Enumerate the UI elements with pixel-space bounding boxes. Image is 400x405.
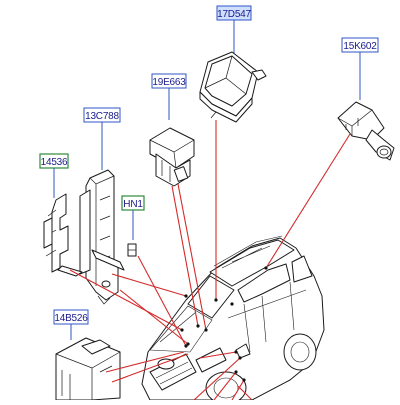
callout-HN1[interactable]: HN1 bbox=[121, 195, 145, 211]
callout-17D547-label: 17D547 bbox=[217, 9, 251, 20]
part-switch-housing bbox=[149, 127, 195, 187]
part-hn1-clip bbox=[127, 243, 137, 257]
callout-14536-label: 14536 bbox=[41, 157, 68, 168]
vehicle-illustration bbox=[141, 235, 325, 405]
callout-14B526-label: 14B526 bbox=[54, 313, 88, 324]
callout-15K602-label: 15K602 bbox=[343, 41, 377, 52]
location-leaders bbox=[69, 120, 351, 401]
callout-HN1-label: HN1 bbox=[123, 199, 143, 210]
callout-19E663-label: 19E663 bbox=[152, 77, 186, 88]
callout-14B526[interactable]: 14B526 bbox=[53, 309, 89, 325]
part-control-bracket bbox=[79, 169, 125, 305]
location-markers bbox=[180, 266, 268, 382]
callout-13C788-label: 13C788 bbox=[85, 111, 119, 122]
part-parking-sensor bbox=[337, 101, 395, 161]
callout-15K602[interactable]: 15K602 bbox=[341, 37, 379, 53]
part-module-box bbox=[55, 337, 121, 401]
callout-19E663[interactable]: 19E663 bbox=[151, 73, 187, 89]
callout-17D547[interactable]: 17D547 bbox=[216, 5, 252, 21]
callout-13C788[interactable]: 13C788 bbox=[83, 107, 121, 123]
callout-14536[interactable]: 14536 bbox=[39, 153, 69, 169]
part-mounting-bracket bbox=[43, 193, 83, 277]
part-sensor-module bbox=[199, 51, 267, 123]
